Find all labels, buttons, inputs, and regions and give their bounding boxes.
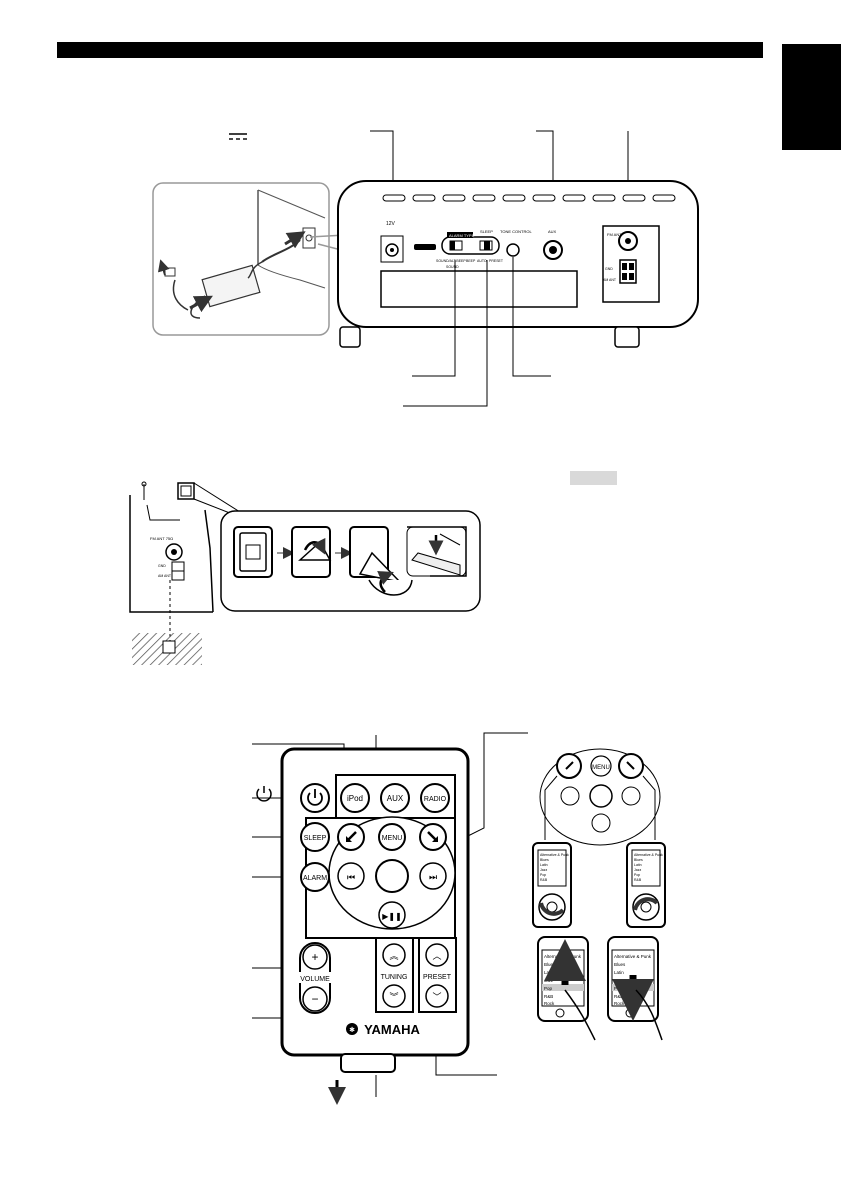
aux-button[interactable]: AUX	[380, 783, 410, 813]
down-icon: ﹀	[432, 992, 441, 1002]
select-button[interactable]	[419, 823, 447, 851]
ipod-list-item: Jazz	[634, 868, 641, 872]
language-tab	[782, 44, 841, 150]
ipod-button[interactable]: iPod	[340, 783, 370, 813]
back-button[interactable]	[337, 823, 365, 851]
antenna-fm-label: FM ANT 75Ω	[150, 536, 173, 541]
iphone-list-item: Pop	[544, 986, 553, 991]
antenna-detail: FM ANT 75Ω GND AM ANT	[129, 481, 481, 665]
ipod-list-item: Latin	[634, 863, 642, 867]
dc-jack-label: 12V	[386, 221, 396, 227]
ipod-list-item: R&B	[634, 878, 642, 882]
next-button[interactable]: ⏭	[419, 862, 447, 890]
volume-plus: +	[311, 950, 318, 964]
alarm-button[interactable]: ALARM	[300, 862, 330, 892]
power-button[interactable]	[300, 783, 330, 813]
device-rear-panel: 12V ALARM TYPE SLEEP SOUND/ALT.BEEP BEEP…	[337, 180, 699, 348]
tuning-label: TUNING	[381, 974, 408, 981]
iphone-list-item: Latin	[544, 970, 554, 975]
iphone-list-item: Rock	[544, 1001, 555, 1006]
ipod-menu-label: MENU	[592, 765, 610, 771]
alarm-type-label: ALARM TYPE	[449, 233, 475, 238]
fm-ant-label: FM ANT 75Ω	[607, 232, 630, 237]
sleep-btn-label: SLEEP	[304, 835, 327, 842]
iphone-list-item: Jazz	[544, 978, 554, 983]
volume-minus: −	[311, 992, 318, 1006]
ipod-list-item: Blues	[634, 858, 643, 862]
iphone-list-item: Pop	[614, 986, 623, 991]
preset-label: PRESET	[423, 974, 452, 981]
preset-control[interactable]: ︿ PRESET ﹀	[423, 943, 452, 1008]
iphone-list-item: R&B	[614, 994, 623, 999]
play-pause-button[interactable]: ▶❚❚	[378, 901, 406, 929]
ipod-list-item: Alternative & Punk	[540, 853, 569, 857]
radio-button[interactable]: RADIO	[420, 783, 450, 813]
brand-name: YAMAHA	[364, 1022, 420, 1037]
alarm-type-right: BEEP	[466, 259, 476, 263]
prev-button[interactable]: ⏮	[337, 862, 365, 890]
antenna-am-label: AM ANT	[158, 574, 172, 578]
menu-btn-label: MENU	[382, 835, 403, 842]
down-icon: ︾	[389, 992, 398, 1002]
volume-label: VOLUME	[300, 976, 330, 983]
iphone-list-item: Rock	[614, 1001, 625, 1006]
ipod-list-item: Alternative & Punk	[634, 853, 663, 857]
ipod-label: iPod	[347, 794, 363, 803]
yamaha-logo: ✱ YAMAHA	[346, 1022, 421, 1037]
prev-icon: ⏮	[347, 872, 355, 882]
center-button[interactable]	[375, 859, 409, 893]
play-pause-icon: ▶❚❚	[382, 912, 402, 921]
volume-control[interactable]: + − VOLUME	[294, 942, 336, 1014]
iphone-list-item: R&B	[544, 994, 553, 999]
up-icon: ︿	[432, 951, 441, 961]
radio-label: RADIO	[424, 796, 447, 803]
sleep-button[interactable]: SLEEP	[300, 822, 330, 852]
alarm-type-left: SOUND/ALT.BEEP	[436, 259, 466, 263]
aux-label: AUX	[548, 229, 557, 234]
antenna-gnd-label: GND	[158, 564, 166, 568]
sleep-label: SLEEP	[480, 229, 493, 234]
iphone-list-item: Alternative & Punk	[544, 954, 582, 959]
am-ant-label: AM ANT	[603, 278, 617, 282]
ipod-list-item: Jazz	[540, 868, 547, 872]
iphone-list-item: Latin	[614, 970, 624, 975]
aux-btn-label: AUX	[387, 794, 404, 803]
tone-control-label: TONE CONTROL	[500, 229, 532, 234]
iphone-list-item: Jazz	[614, 978, 624, 983]
ipod-list-item: R&B	[540, 878, 548, 882]
iphone-list-item: Blues	[544, 962, 556, 967]
sleep-opts-left: AUTO	[477, 259, 487, 263]
dc-icon	[229, 133, 247, 140]
sleep-opts-right: PRESET	[489, 259, 504, 263]
svg-text:✱: ✱	[349, 1026, 355, 1034]
ipod-list-item: Blues	[540, 858, 549, 862]
ipod-ops-diagram: MENU Alternative & Punk Blues Latin Jazz…	[532, 748, 666, 1041]
ipod-list-item: Pop	[634, 873, 640, 877]
tuning-control[interactable]: ︽ TUNING ︾	[381, 943, 408, 1008]
alarm-btn-label: ALARM	[303, 875, 327, 882]
next-icon: ⏭	[429, 872, 437, 882]
power-icon	[256, 788, 272, 802]
gray-highlight	[570, 471, 617, 485]
power-adapter-inset	[152, 182, 330, 336]
iphone-list-item: Blues	[614, 962, 626, 967]
ipod-list-item: Pop	[540, 873, 546, 877]
ipod-list-item: Latin	[540, 863, 548, 867]
menu-button[interactable]: MENU	[378, 823, 406, 851]
header-bar	[57, 42, 763, 58]
power-icon	[307, 792, 323, 806]
up-icon: ︽	[389, 951, 398, 961]
alarm-type-sub: SOUND	[446, 265, 459, 269]
gnd-label: GND	[605, 267, 613, 271]
iphone-list-item: Alternative & Punk	[614, 954, 652, 959]
